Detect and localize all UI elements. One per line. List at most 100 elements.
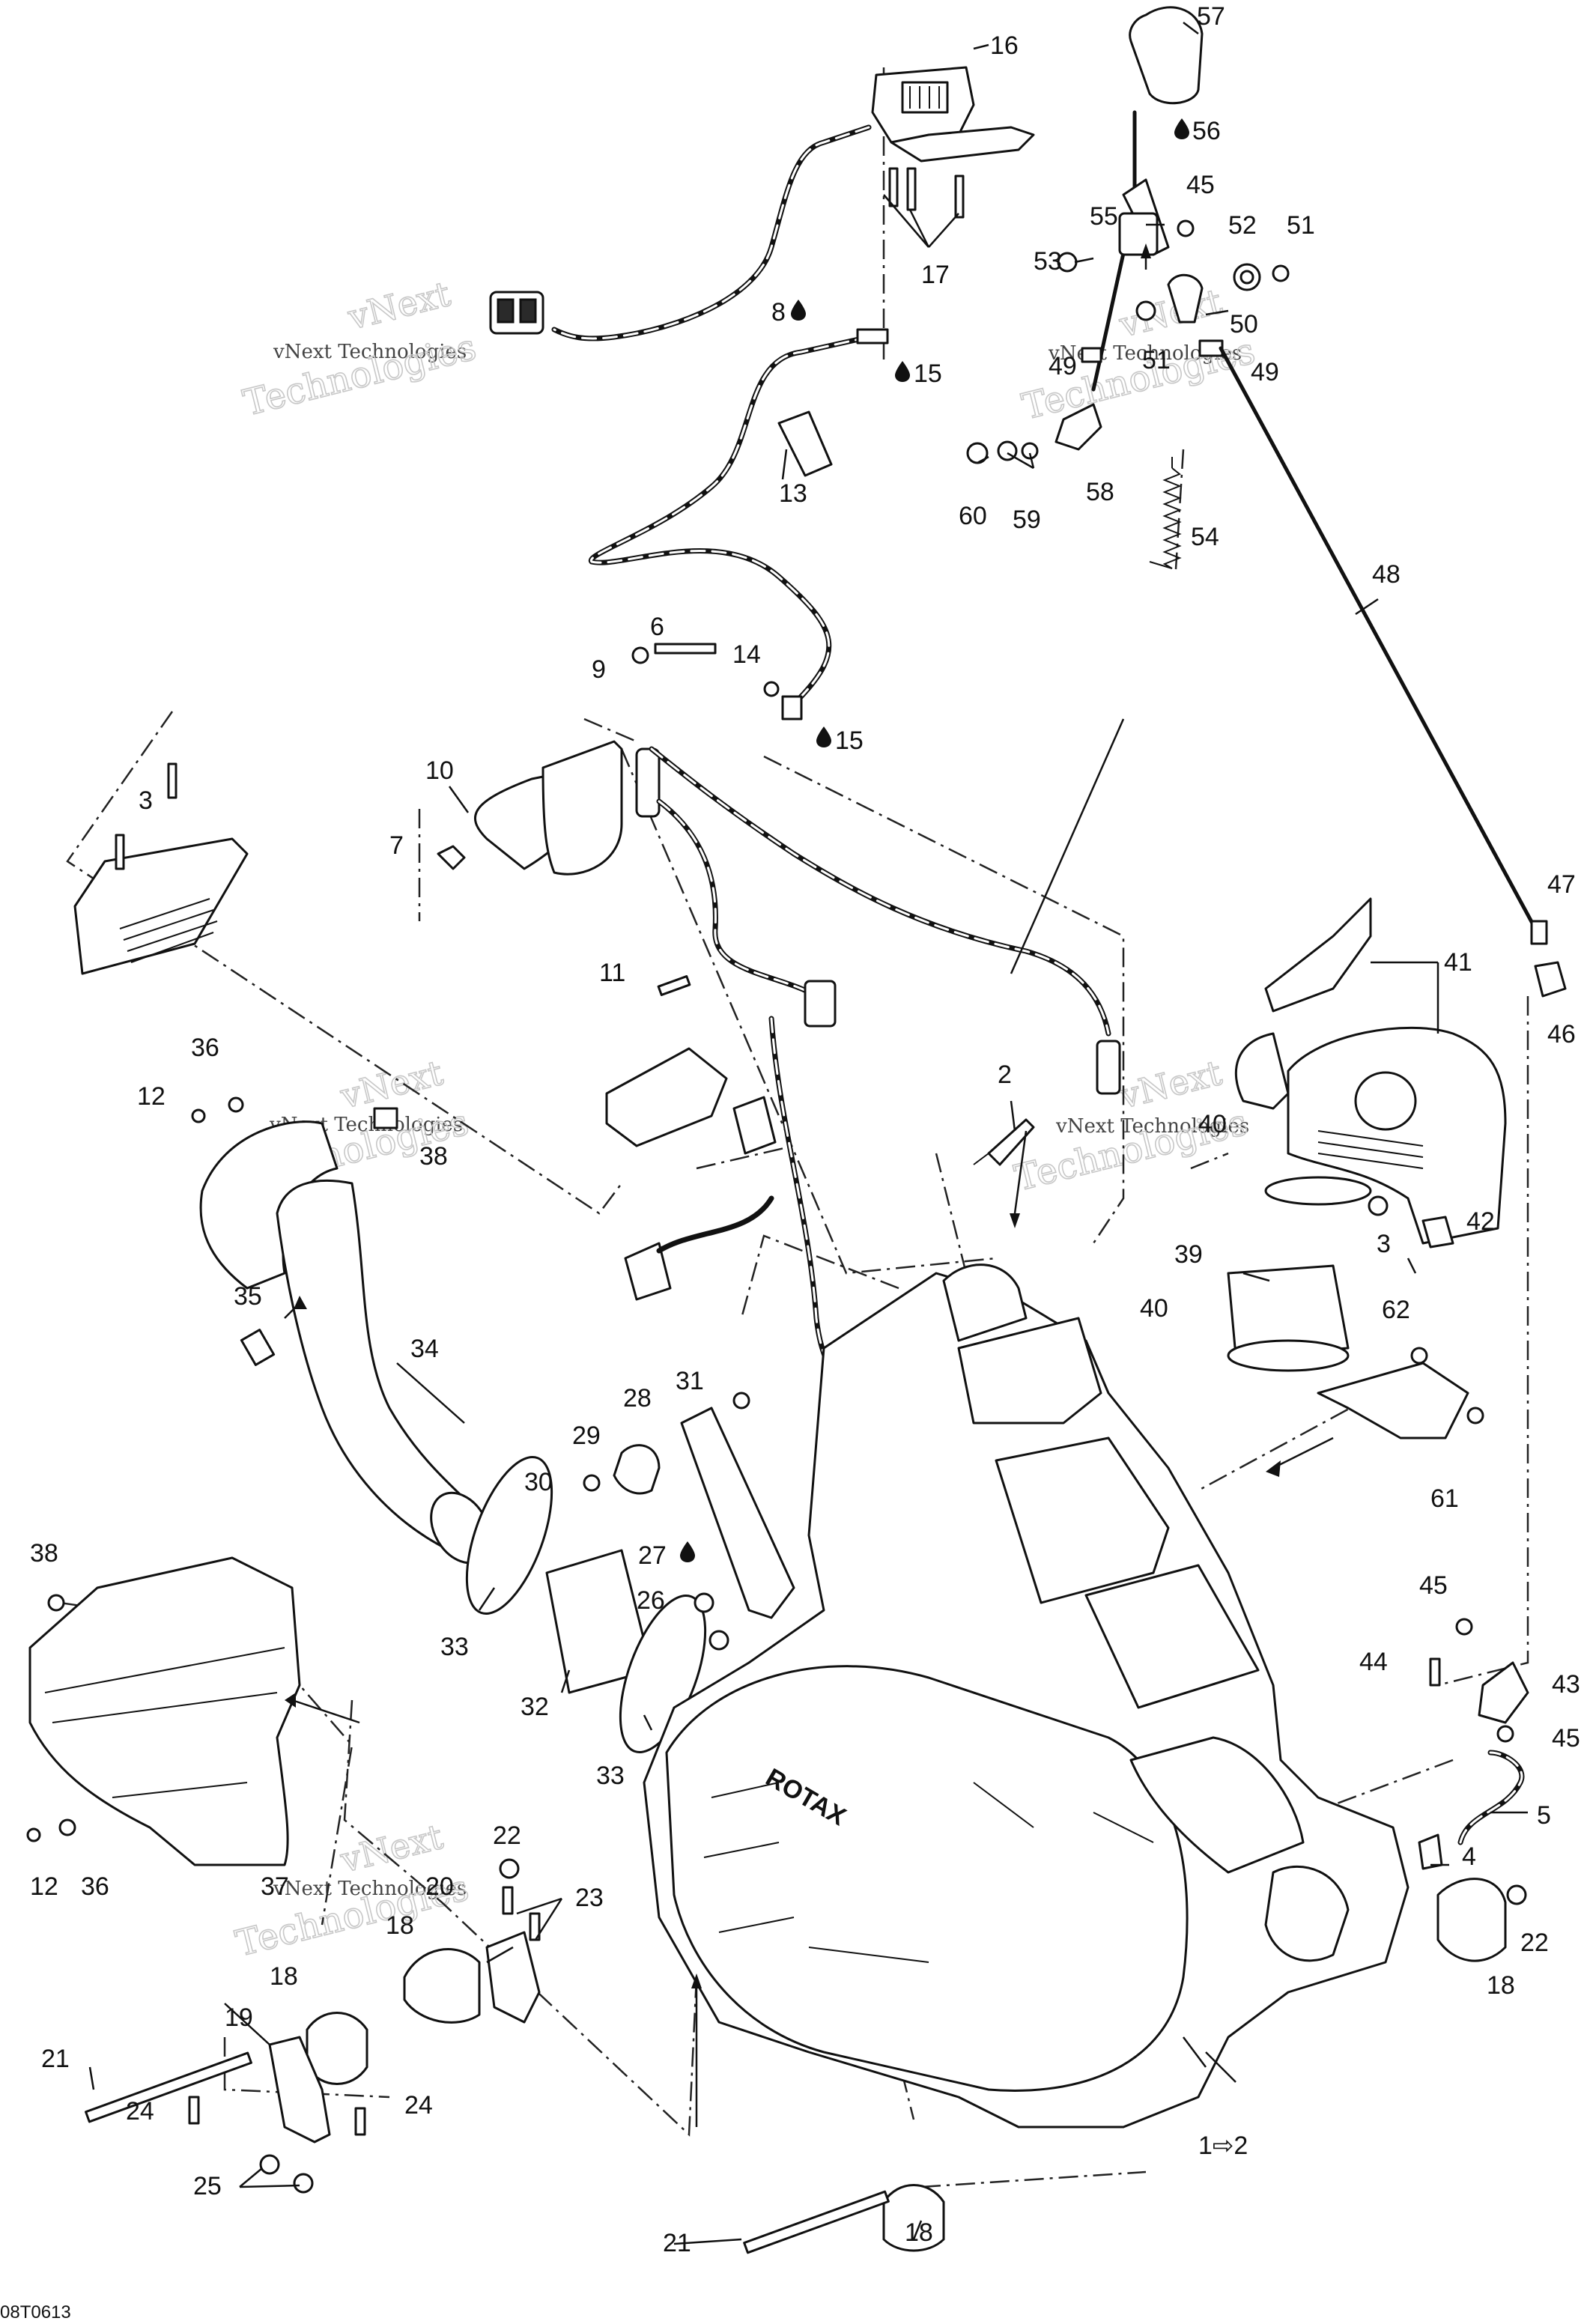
bolt-23a [502,1886,514,1915]
callout-36a: 36 [191,1034,219,1062]
harness-13-wire [588,334,872,707]
callout-44: 44 [1359,1648,1388,1676]
callout-3a: 3 [139,786,153,815]
callout-42: 42 [1466,1207,1495,1236]
callout-28: 28 [623,1384,652,1413]
oil-drop-icon [1174,118,1189,139]
oil-drop-icon [816,726,831,747]
watermark-text: vNext Technologies [273,1878,467,1900]
mount-18a [403,1948,481,2024]
screw-17-group [888,167,965,219]
callout-40b: 40 [1140,1294,1168,1323]
drawing-reference: 08T0613 [0,2302,71,2323]
air-deflector-61 [1317,1347,1484,1439]
ignition-coil [541,740,623,876]
callout-46: 46 [1547,1020,1576,1049]
callout-12b: 12 [30,1872,58,1901]
nut-22a [499,1858,520,1879]
lever-50 [1167,273,1204,324]
callout-15b: 15 [835,726,864,755]
fitting-4 [1418,1833,1443,1870]
end-46 [1534,961,1567,998]
bolt-6 [654,643,717,655]
watermark-text: vNext [344,273,455,338]
callout-5: 5 [1537,1801,1551,1830]
callout-11: 11 [599,959,625,987]
intake-port [1354,1071,1417,1131]
nut-3b [1368,1195,1389,1216]
end-47 [1530,920,1548,945]
oil-drop-icon [791,300,806,321]
callout-56: 56 [1192,117,1221,145]
nut-62a [1410,1347,1428,1365]
callout-31: 31 [676,1367,704,1395]
heat-shield-37 [26,1556,301,1866]
callout-45b: 45 [1419,1571,1448,1600]
callout-3b: 3 [1377,1230,1391,1258]
callout-leaders [224,22,1528,2083]
callout-51b: 51 [1142,346,1171,374]
callout-18d: 18 [905,2218,933,2247]
exhaust-coupler-assembly [465,1455,707,1754]
ignition-lead-2 [656,798,819,999]
callout-39: 39 [1174,1240,1203,1269]
engine-block: ROTAX [643,1263,1409,2129]
callout-12a: 12 [137,1082,166,1111]
throttle-handle-assembly [489,66,1035,342]
engine-bracket-assembly [583,1392,795,1651]
callout-55: 55 [1090,202,1118,231]
starter-motor [1129,1736,1305,1874]
callout-labels: 57 16 56 45 55 52 51 53 17 8 50 49 51 49… [30,2,1580,2257]
throttle-lever [890,126,1035,163]
bracket-19 [268,2036,331,2144]
bracket-20 [485,1931,541,2024]
callout-29: 29 [572,1422,601,1450]
deflector-61 [1317,1362,1469,1439]
boot-39 [1227,1264,1350,1357]
callout-18c: 18 [1487,1971,1515,2000]
callout-41: 41 [1444,948,1472,977]
bolt-26b [708,1630,729,1651]
callout-18b: 18 [270,1962,298,1991]
callout-47: 47 [1547,870,1576,899]
bolt-24a [188,2096,200,2125]
callout-15a: 15 [914,359,942,388]
heat-shield-37-body [28,1556,301,1866]
nut-7 [437,845,466,870]
callout-16: 16 [990,31,1019,60]
hose-5 [1457,1750,1525,1845]
callout-38b: 38 [30,1539,58,1568]
spring-54 [1149,457,1182,569]
spark-plug [973,1118,1035,1166]
shifter-assembly [966,6,1567,998]
engine-mount-assembly [85,1858,1527,2254]
callout-38a: 38 [419,1142,448,1171]
mount-18b [306,2012,368,2085]
callout-18a: 18 [386,1911,414,1940]
coil-boot [635,747,661,818]
callout-35: 35 [234,1282,262,1311]
exhaust-pipe-34 [276,1179,481,1552]
nut-25a [259,2154,280,2175]
spark-plug-cap [1096,1040,1121,1095]
nut-51 [1272,264,1290,282]
washer-59b [1021,442,1039,460]
callout-14: 14 [732,640,761,669]
callout-40a: 40 [1198,1110,1227,1138]
shift-cable-48 [1219,346,1538,931]
callout-10: 10 [425,756,454,785]
ecm-module [73,762,249,975]
watermark-text: vNext Technologies [273,341,467,363]
callout-45a: 45 [1186,171,1215,199]
cylinder-head-front [957,1317,1102,1425]
nut-62b [1466,1407,1484,1425]
watermark-text: vNext [1115,1052,1226,1117]
callout-43: 43 [1552,1670,1580,1699]
harness-connector-b [732,1096,777,1155]
ecm-body [73,837,249,975]
washer-36b [58,1818,76,1836]
exhaust-pipe-assembly [191,1096,491,1565]
oil-drop-icon [680,1541,695,1562]
callout-59: 59 [1013,506,1041,534]
callout-36b: 36 [81,1872,109,1901]
